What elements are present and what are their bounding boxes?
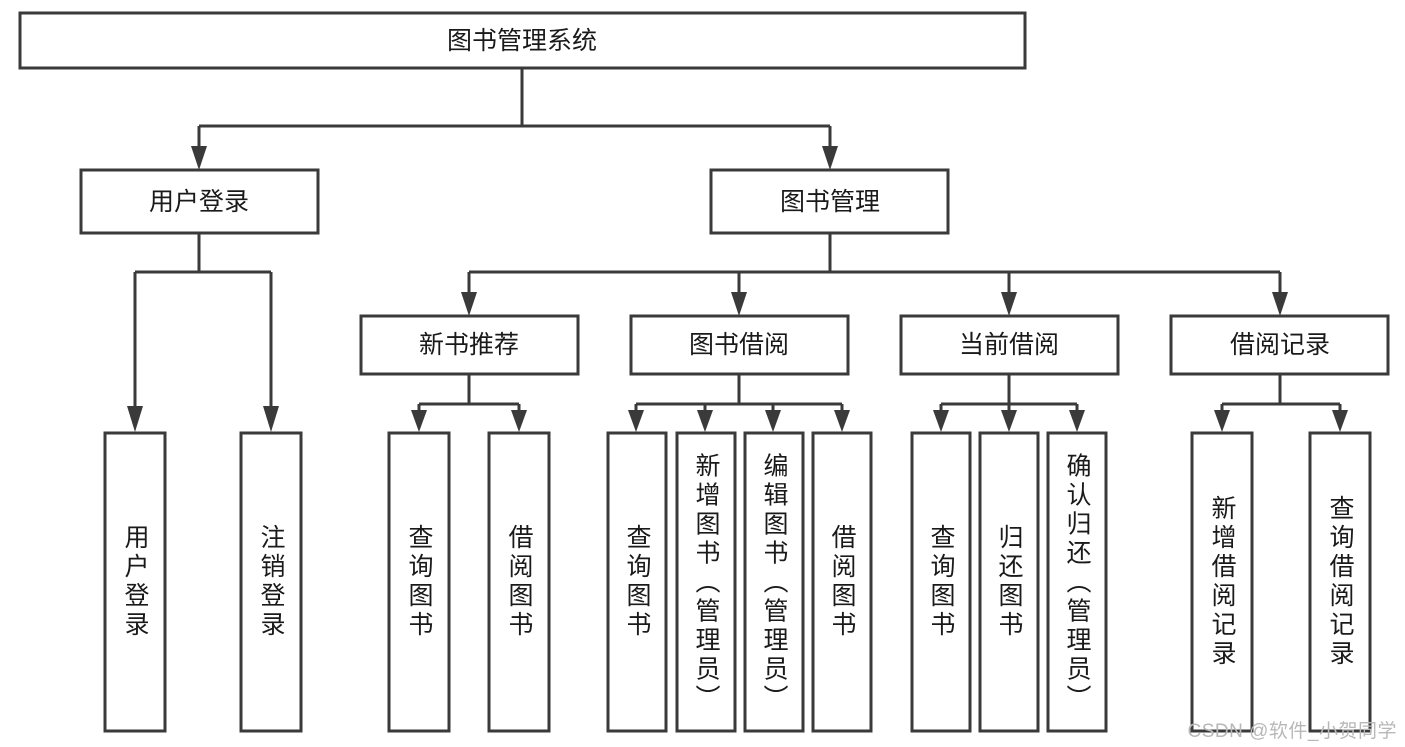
arrowhead-newbook bbox=[461, 292, 477, 316]
arrowhead-leaf-9 bbox=[933, 410, 949, 432]
arrowhead-leaf-10 bbox=[1001, 410, 1017, 432]
node-root-label: 图书管理系统 bbox=[447, 27, 597, 55]
node-leaf-1-box[interactable] bbox=[103, 431, 167, 733]
node-leaf-5-box[interactable] bbox=[606, 431, 668, 733]
node-leaf-13-box[interactable] bbox=[1308, 431, 1372, 733]
node-leaf-9-label: 查询图书 bbox=[927, 524, 956, 640]
node-root[interactable]: 图书管理系统 bbox=[18, 11, 1027, 70]
node-leaf-4[interactable]: 借阅图书 bbox=[487, 431, 551, 733]
node-borrow-box[interactable] bbox=[629, 314, 850, 376]
arrowhead-leaf-6 bbox=[697, 410, 713, 432]
arrowhead-records bbox=[1272, 292, 1288, 316]
node-records-box[interactable] bbox=[1169, 314, 1390, 376]
node-leaf-11-box[interactable] bbox=[1046, 431, 1108, 733]
node-leaf-3-label: 查询图书 bbox=[405, 524, 434, 640]
node-leaf-9-box[interactable] bbox=[910, 431, 972, 733]
node-current-box[interactable] bbox=[899, 314, 1120, 376]
node-leaf-2[interactable]: 注销登录 bbox=[239, 431, 303, 733]
node-leaf-12-box[interactable] bbox=[1190, 431, 1254, 733]
node-leaf-9[interactable]: 查询图书 bbox=[910, 431, 972, 733]
node-leaf-13[interactable]: 查询借阅记录 bbox=[1308, 431, 1372, 733]
node-leaf-5[interactable]: 查询图书 bbox=[606, 431, 668, 733]
node-records-label: 借阅记录 bbox=[1230, 331, 1330, 359]
node-newbook-label: 新书推荐 bbox=[419, 331, 519, 359]
node-leaf-6[interactable]: 新增图书（管理员） bbox=[675, 431, 737, 733]
node-bookmgmt-label: 图书管理 bbox=[780, 188, 880, 216]
arrowhead-leaf-5 bbox=[628, 410, 644, 432]
node-newbook[interactable]: 新书推荐 bbox=[359, 314, 580, 376]
node-leaf-7-box[interactable] bbox=[743, 431, 805, 733]
connector-group-current bbox=[933, 374, 1085, 432]
node-leaf-6-box[interactable] bbox=[675, 431, 737, 733]
node-leaf-8-box[interactable] bbox=[811, 431, 873, 733]
connector-group-newbook bbox=[411, 374, 527, 432]
node-records[interactable]: 借阅记录 bbox=[1169, 314, 1390, 376]
arrowhead-current bbox=[1001, 292, 1017, 316]
node-leaf-13-label: 查询借阅记录 bbox=[1326, 495, 1355, 669]
node-leaf-4-label: 借阅图书 bbox=[505, 524, 534, 640]
arrowhead-borrow bbox=[731, 292, 747, 316]
node-leaf-10-box[interactable] bbox=[978, 431, 1040, 733]
node-bookmgmt-box[interactable] bbox=[709, 168, 950, 235]
node-login[interactable]: 用户登录 bbox=[79, 168, 320, 235]
node-leaf-1[interactable]: 用户登录 bbox=[103, 431, 167, 733]
node-leaf-8-label: 借阅图书 bbox=[828, 524, 857, 640]
node-bookmgmt[interactable]: 图书管理 bbox=[709, 168, 950, 235]
connector-group-bookmgmt bbox=[461, 233, 1288, 316]
node-leaf-3[interactable]: 查询图书 bbox=[387, 431, 451, 733]
node-leaf-7[interactable]: 编辑图书（管理员） bbox=[743, 431, 805, 733]
node-root-box[interactable] bbox=[18, 11, 1027, 70]
arrowhead-leaf-7 bbox=[765, 410, 781, 432]
node-leaf-3-box[interactable] bbox=[387, 431, 451, 733]
node-current-label: 当前借阅 bbox=[959, 331, 1059, 359]
arrowhead-leaf-1 bbox=[127, 406, 143, 432]
arrowhead-leaf-4 bbox=[511, 410, 527, 432]
arrowhead-leaf-3 bbox=[411, 410, 427, 432]
connector-group-login bbox=[127, 233, 279, 432]
arrowhead-leaf-13 bbox=[1332, 410, 1348, 432]
arrowhead-leaf-11 bbox=[1069, 410, 1085, 432]
node-leaf-4-box[interactable] bbox=[487, 431, 551, 733]
node-leaf-1-label: 用户登录 bbox=[121, 524, 150, 640]
node-leaf-11-label: 确认归还（管理员） bbox=[1063, 453, 1092, 714]
node-login-box[interactable] bbox=[79, 168, 320, 235]
node-newbook-box[interactable] bbox=[359, 314, 580, 376]
node-leaf-12-label: 新增借阅记录 bbox=[1208, 495, 1237, 669]
node-leaf-2-label: 注销登录 bbox=[257, 524, 286, 640]
node-leaf-10-label: 归还图书 bbox=[995, 524, 1024, 640]
node-borrow[interactable]: 图书借阅 bbox=[629, 314, 850, 376]
node-leaf-12[interactable]: 新增借阅记录 bbox=[1190, 431, 1254, 733]
connector-group-records bbox=[1214, 374, 1348, 432]
arrowhead-leaf-2 bbox=[263, 406, 279, 432]
node-leaf-7-label: 编辑图书（管理员） bbox=[760, 453, 789, 714]
arrowhead-leaf-8 bbox=[834, 410, 850, 432]
arrowhead-leaf-12 bbox=[1214, 410, 1230, 432]
connector-group-root bbox=[191, 68, 838, 170]
node-leaf-2-box[interactable] bbox=[239, 431, 303, 733]
node-leaf-10[interactable]: 归还图书 bbox=[978, 431, 1040, 733]
node-leaf-5-label: 查询图书 bbox=[623, 524, 652, 640]
node-login-label: 用户登录 bbox=[149, 188, 249, 216]
node-leaf-8[interactable]: 借阅图书 bbox=[811, 431, 873, 733]
arrowhead-login bbox=[191, 146, 207, 170]
arrowhead-bookmgmt bbox=[822, 146, 838, 170]
connector-group-borrow bbox=[628, 374, 850, 432]
node-leaf-11[interactable]: 确认归还（管理员） bbox=[1046, 431, 1108, 733]
node-current[interactable]: 当前借阅 bbox=[899, 314, 1120, 376]
node-borrow-label: 图书借阅 bbox=[689, 331, 789, 359]
node-leaf-6-label: 新增图书（管理员） bbox=[692, 453, 721, 714]
